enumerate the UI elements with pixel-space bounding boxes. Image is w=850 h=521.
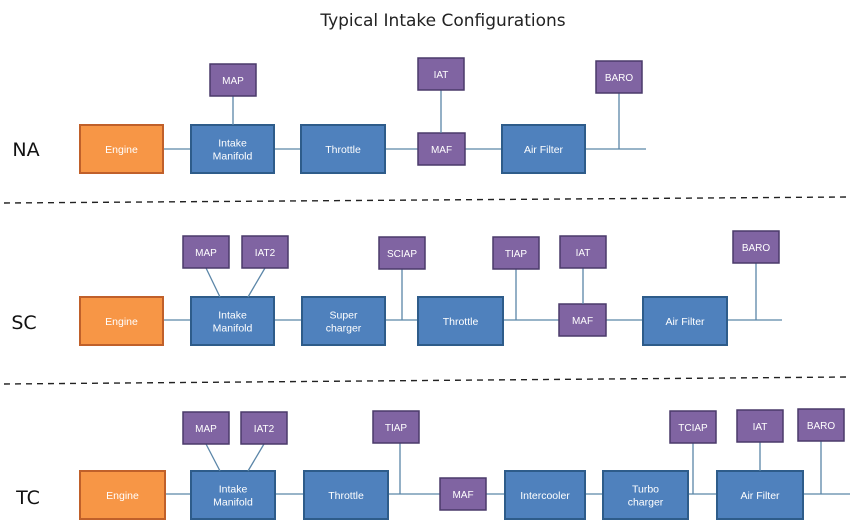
row-na-throttle-box-label: Throttle [325,144,361,156]
row-na-label: NA [12,139,39,161]
row-na-map-sensor: MAP [209,63,257,97]
row-na-baro-sensor-label: BARO [605,73,634,84]
row-tc-air-filter-box-label: Air Filter [740,490,780,502]
row-sc-air-filter-box: Air Filter [642,296,728,346]
row-na-throttle-box: Throttle [300,124,386,174]
row-tc-iat-sensor: IAT [736,409,784,443]
row-na-iat-sensor: IAT [417,57,465,91]
row-tc-air-filter-box: Air Filter [716,470,804,520]
row-na-engine-box: Engine [79,124,164,174]
diagram-title: Typical Intake Configurations [319,11,565,31]
row-sc-maf-box-label: MAF [572,316,593,327]
row-sc-iat2-sensor-label: IAT2 [255,248,276,259]
row-tc-iat2-sensor-label: IAT2 [254,424,275,435]
section-divider [3,196,847,204]
row-na-map-sensor-label: MAP [222,76,244,87]
row-sc-map-sensor: MAP [182,235,230,269]
row-tc-engine-box-label: Engine [106,490,139,502]
row-sc-iat-sensor: IAT [559,235,607,269]
sensor-lead [247,267,266,298]
row-tc-map-sensor: MAP [182,411,230,445]
row-tc-tciap-sensor: TCIAP [669,410,717,444]
row-sc-baro-sensor: BARO [732,230,780,264]
row-tc-intercooler-box-label: Intercooler [520,490,570,502]
row-sc-iat2-sensor: IAT2 [241,235,289,269]
row-tc-maf-box: MAF [439,477,487,511]
row-sc-sciap-sensor-label: SCIAP [387,249,417,260]
row-sc-label: SC [11,312,36,334]
row-sc-engine-box: Engine [79,296,164,346]
sensor-lead [205,443,221,472]
row-tc-iat2-sensor: IAT2 [240,411,288,445]
row-tc-label: TC [15,487,40,509]
row-tc-maf-box-label: MAF [452,490,473,501]
row-tc-baro-sensor: BARO [797,408,845,442]
row-na-baro-sensor: BARO [595,60,643,94]
row-sc-tiap-sensor: TIAP [492,236,540,270]
row-sc-sciap-sensor: SCIAP [378,236,426,270]
row-sc-throttle-box-label: Throttle [443,316,479,328]
row-tc-iat-sensor-label: IAT [753,422,768,433]
row-na-engine-box-label: Engine [105,144,138,156]
row-na-air-filter-box-label: Air Filter [524,144,564,156]
row-tc-intercooler-box: Intercooler [504,470,586,520]
row-sc-air-filter-box-label: Air Filter [665,316,705,328]
row-tc-tciap-sensor-label: TCIAP [678,423,708,434]
row-tc-map-sensor-label: MAP [195,424,217,435]
row-na-air-filter-box: Air Filter [501,124,586,174]
row-sc-maf-box: MAF [558,303,607,337]
row-tc-tiap-sensor: TIAP [372,410,420,444]
row-sc-iat-sensor-label: IAT [576,248,591,259]
row-sc-throttle-box: Throttle [417,296,504,346]
row-na-maf-box: MAF [417,132,466,166]
row-sc-tiap-sensor-label: TIAP [505,249,528,260]
row-tc-throttle-box: Throttle [303,470,389,520]
section-divider [3,376,847,385]
row-sc-map-sensor-label: MAP [195,248,217,259]
sensor-lead [205,267,221,298]
row-tc-baro-sensor-label: BARO [807,421,836,432]
row-na-iat-sensor-label: IAT [434,70,449,81]
row-sc-baro-sensor-label: BARO [742,243,771,254]
row-tc-throttle-box-label: Throttle [328,490,364,502]
row-tc-engine-box: Engine [79,470,166,520]
sensor-lead [247,443,265,472]
row-tc-tiap-sensor-label: TIAP [385,423,408,434]
row-sc-engine-box-label: Engine [105,316,138,328]
row-na-maf-box-label: MAF [431,145,452,156]
